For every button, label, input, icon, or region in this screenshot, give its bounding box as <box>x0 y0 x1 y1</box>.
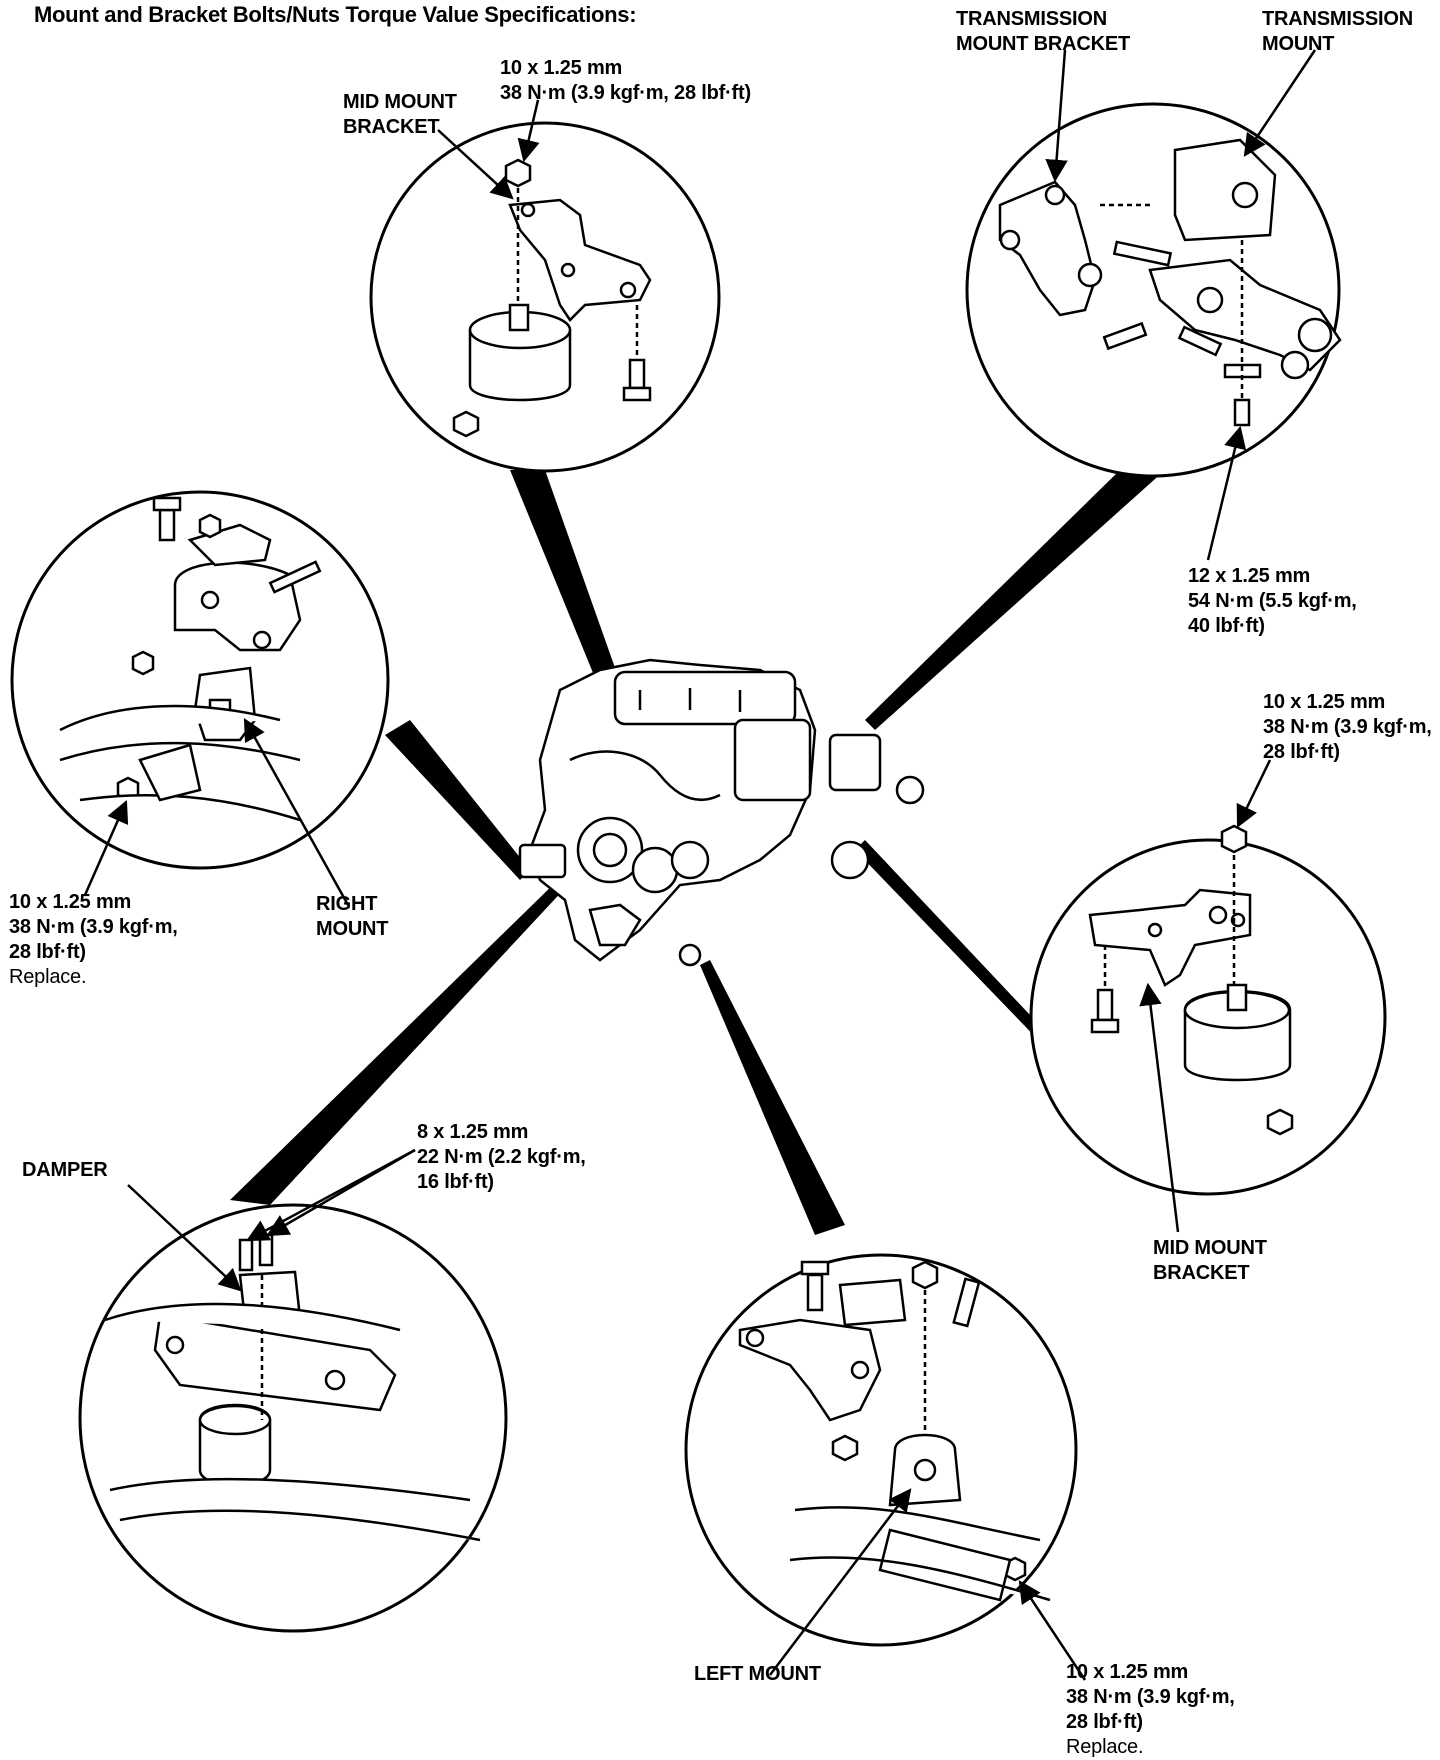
leader-arrows <box>83 49 1317 1681</box>
engine-illustration <box>518 658 925 967</box>
damper-parts <box>104 1233 481 1542</box>
left-mount-parts <box>738 1260 1051 1602</box>
mid-mount-top-parts <box>452 158 652 438</box>
label-torque-left-mount: 10 x 1.25 mm 38 N·m (3.9 kgf·m, 28 lbf·f… <box>1066 1661 1235 1758</box>
arrow-torque-damper-2 <box>266 1148 416 1237</box>
label-transmission-mount-bracket: TRANSMISSION MOUNT BRACKET <box>956 8 1131 55</box>
label-torque-mid-right: 10 x 1.25 mm 38 N·m (3.9 kgf·m, 28 lbf·f… <box>1263 691 1432 763</box>
label-torque-right-mount: 10 x 1.25 mm 38 N·m (3.9 kgf·m, 28 lbf·f… <box>9 891 178 988</box>
wedge-left <box>700 960 845 1235</box>
label-mid-mount-bracket-top: MID MOUNT BRACKET <box>343 91 457 138</box>
arrow-trans-mount <box>1243 49 1317 157</box>
label-left-mount: LEFT MOUNT <box>694 1663 821 1685</box>
label-transmission-mount: TRANSMISSION MOUNT <box>1262 8 1413 55</box>
wedge-right <box>385 720 530 880</box>
page-title: Mount and Bracket Bolts/Nuts Torque Valu… <box>34 2 637 27</box>
arrow-torque-left-mount <box>1018 1580 1087 1681</box>
connector-wedges <box>230 470 1165 1235</box>
arrow-torque-top <box>517 99 540 163</box>
arrow-right-mount <box>243 718 350 906</box>
arrow-torque-right-mount <box>83 799 129 896</box>
arrow-trans-bracket <box>1045 49 1068 183</box>
arrow-mid-mount-right <box>1139 982 1180 1233</box>
label-right-mount: RIGHT MOUNT <box>316 893 389 940</box>
label-mid-mount-bracket-right: MID MOUNT BRACKET <box>1153 1237 1267 1284</box>
arrow-torque-trans <box>1206 425 1247 561</box>
label-torque-trans: 12 x 1.25 mm 54 N·m (5.5 kgf·m, 40 lbf·f… <box>1188 565 1357 637</box>
arrow-damper <box>127 1184 242 1292</box>
circle-mid-mount-top <box>369 121 721 473</box>
label-damper: DAMPER <box>22 1159 108 1181</box>
wedge-mid-right <box>855 840 1048 1050</box>
label-torque-top: 10 x 1.25 mm 38 N·m (3.9 kgf·m, 28 lbf·f… <box>500 57 751 104</box>
label-torque-damper: 8 x 1.25 mm 22 N·m (2.2 kgf·m, 16 lbf·ft… <box>417 1121 586 1193</box>
arrow-torque-mid-right <box>1236 759 1272 829</box>
transmission-mount-parts <box>998 138 1342 427</box>
circle-transmission-mount <box>965 102 1341 478</box>
arrow-mid-mount-top <box>437 129 514 200</box>
mid-mount-right-parts <box>1088 824 1294 1136</box>
wedge-trans <box>865 470 1165 730</box>
arrow-left-mount <box>769 1488 912 1676</box>
wedge-damper <box>230 878 568 1205</box>
right-mount-parts <box>59 496 322 822</box>
circle-damper <box>78 1203 508 1633</box>
